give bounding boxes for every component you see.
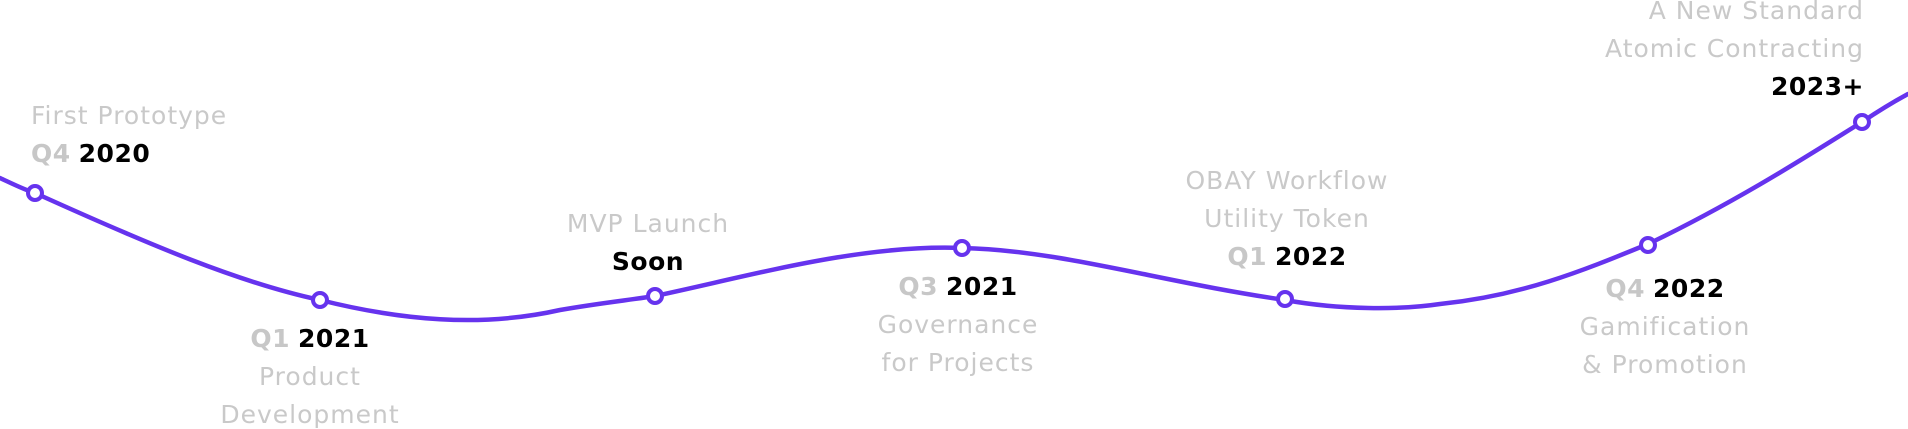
milestone-desc: MVP Launch [566,209,730,238]
milestone-desc: First Prototype [31,101,228,130]
milestone-dot [26,184,44,202]
milestone-quarter: Q3 [898,272,939,301]
milestone-year: 2022 [1653,274,1725,303]
milestone-desc: Development [220,400,400,429]
milestone-desc: Gamification [1579,312,1751,341]
milestone-desc: OBAY Workflow [1185,166,1389,195]
milestone-desc: Atomic Contracting [1605,34,1864,63]
milestone-quarter: Q4 [31,139,71,168]
milestone-desc: & Promotion [1582,350,1748,379]
milestone-quarter: Q1 [1227,242,1268,271]
milestone-date: 2023+ [1605,68,1864,106]
milestone-soon: MVP Launch Soon [567,205,729,281]
milestone-year: 2020 [78,139,151,168]
milestone-desc: Utility Token [1204,204,1370,233]
milestone-dot [311,291,329,309]
milestone-desc: Product [259,362,361,391]
milestone-dot [646,287,664,305]
milestone-2023-plus: A New Standard Atomic Contracting 2023+ [1605,0,1864,106]
milestone-quarter: Q4 [1605,274,1646,303]
milestone-year: Soon [611,247,685,276]
milestone-dot [953,239,971,257]
milestone-year: 2021 [946,272,1018,301]
milestone-dot [1276,290,1294,308]
milestone-quarter: Q1 [250,324,291,353]
milestone-year: 2023+ [1770,72,1864,101]
milestone-dot [1853,113,1871,131]
milestone-desc: A New Standard [1648,0,1864,25]
milestone-date: Soon [567,243,729,281]
milestone-dot [1639,236,1657,254]
milestone-year: 2022 [1275,242,1347,271]
milestone-year: 2021 [298,324,370,353]
milestone-desc: for Projects [881,348,1035,377]
milestone-desc: Governance [877,310,1039,339]
